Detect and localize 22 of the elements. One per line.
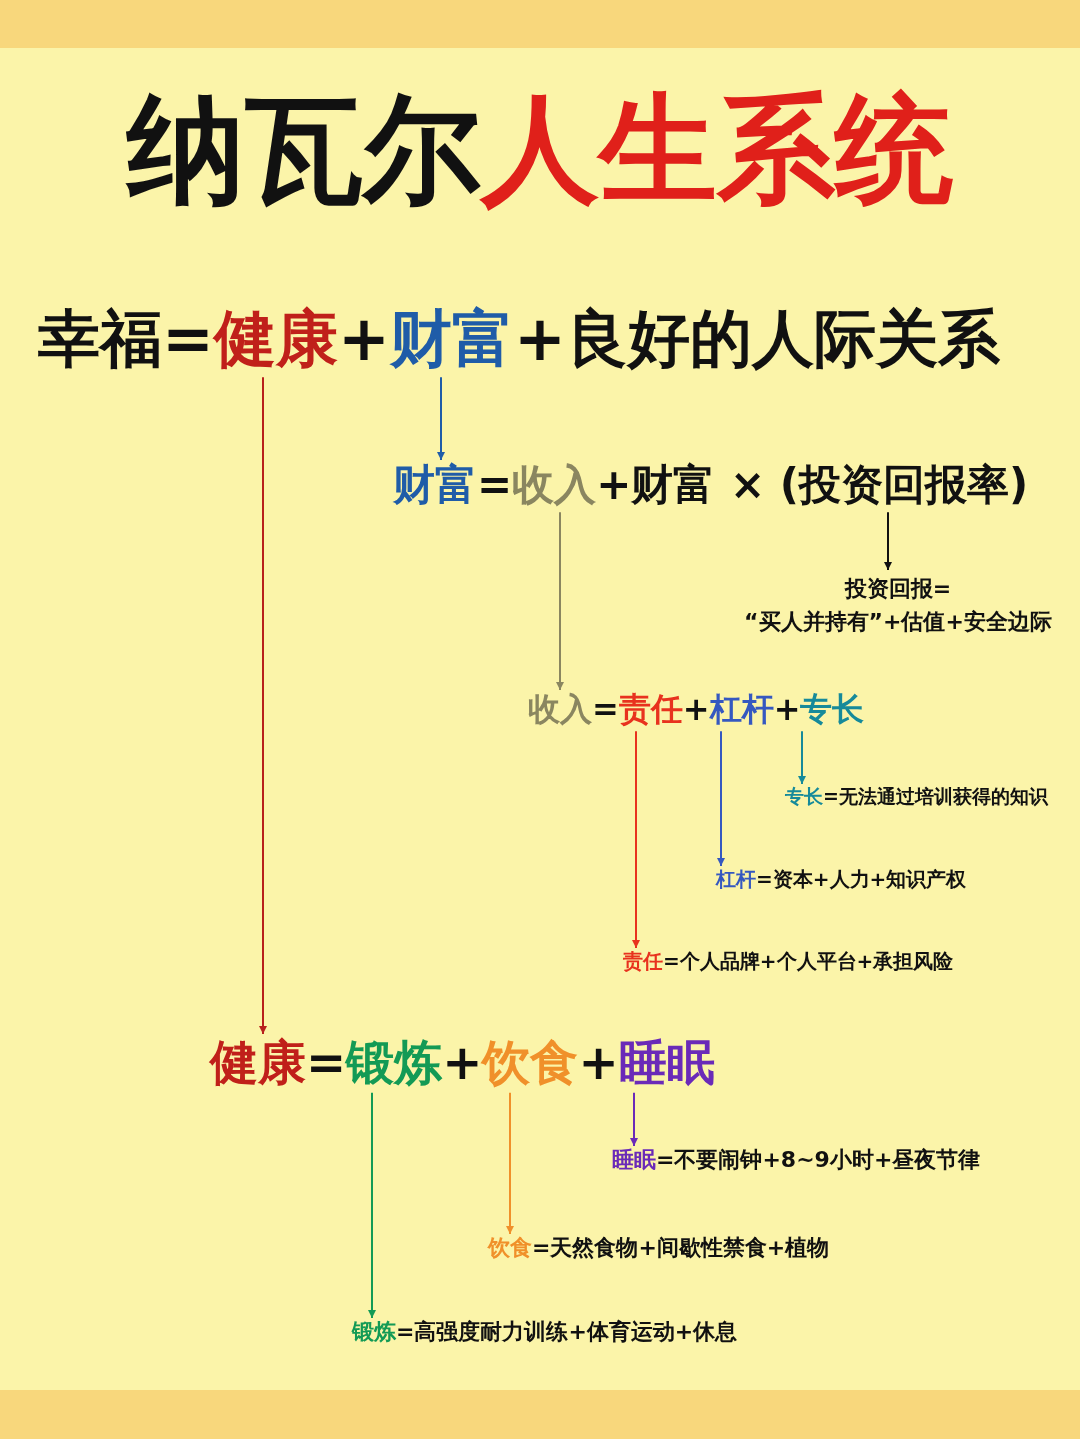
- arrow: [717, 730, 725, 867]
- arrow: [506, 1091, 514, 1235]
- arrow: [884, 511, 892, 571]
- formula-text: 责任=个人品牌+个人平台+承担风险: [623, 950, 954, 972]
- arrow: [632, 730, 640, 949]
- title: 纳瓦尔人生系统: [124, 85, 954, 215]
- arrow: [798, 730, 806, 785]
- arrow: [259, 376, 267, 1035]
- formula-text: 财富=收入+财富 × (投资回报率): [393, 462, 1029, 509]
- formula-text: 锻炼=高强度耐力训练+体育运动+休息: [352, 1320, 738, 1345]
- formula-text: 睡眠=不要闹钟+8~9小时+昼夜节律: [612, 1148, 981, 1173]
- formula-text: 投资回报= “买人并持有”+估值+安全边际: [718, 572, 1078, 638]
- formula-text: 杠杆=资本+人力+知识产权: [716, 868, 967, 890]
- arrow: [437, 376, 445, 461]
- formula-text: 收入=责任+杠杆+专长: [528, 692, 865, 728]
- arrow: [556, 511, 564, 691]
- arrow: [368, 1091, 376, 1319]
- formula-text: 健康=锻炼+饮食+睡眠: [210, 1036, 715, 1089]
- formula-text: 专长=无法通过培训获得的知识: [785, 786, 1048, 807]
- formula-text: 幸福=健康+财富+良好的人际关系: [38, 305, 1000, 374]
- arrow: [630, 1091, 638, 1147]
- formula-text: 饮食=天然食物+间歇性禁食+植物: [488, 1236, 830, 1261]
